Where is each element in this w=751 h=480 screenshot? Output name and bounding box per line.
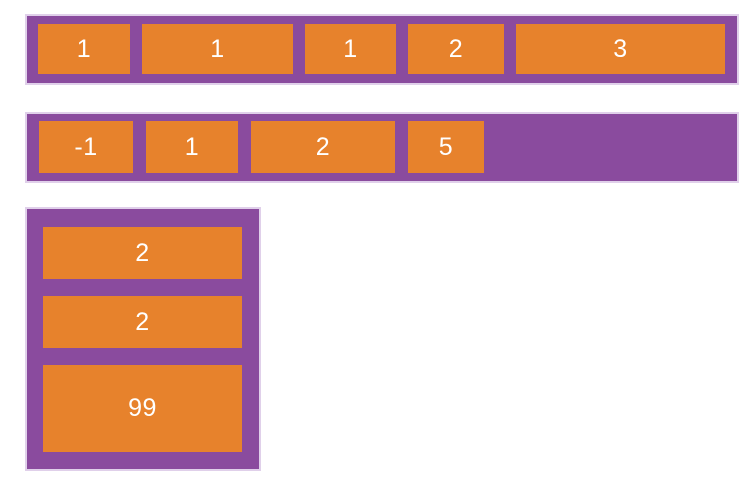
flex-item: 2 <box>251 121 395 173</box>
flex-item: 1 <box>38 24 130 74</box>
flex-item: 99 <box>43 365 242 452</box>
flex-item-label: 1 <box>184 132 200 161</box>
flex-item-label: 1 <box>343 34 358 63</box>
flex-item-label: 1 <box>210 34 225 63</box>
flex-item: 5 <box>408 121 484 173</box>
flex-item: 2 <box>43 296 242 348</box>
flex-item: 2 <box>43 227 242 279</box>
flex-item: 1 <box>146 121 238 173</box>
flex-container-bottom-column: 2 2 99 <box>27 209 259 469</box>
flex-item: 1 <box>305 24 396 74</box>
flex-item-label: 2 <box>315 132 331 161</box>
flex-item-label: 2 <box>135 238 150 267</box>
flex-item-label: 1 <box>76 34 92 63</box>
flex-item-label: 5 <box>438 132 454 161</box>
flex-item-label: 3 <box>613 34 628 63</box>
flex-item: -1 <box>39 121 133 173</box>
flex-item-label: 2 <box>448 34 464 63</box>
flex-item: 1 <box>142 24 293 74</box>
flex-item: 3 <box>516 24 725 74</box>
flex-item-label: 2 <box>135 307 150 336</box>
flex-item-label: 99 <box>128 394 157 422</box>
flex-container-middle-row: -1 1 2 5 <box>27 114 737 181</box>
flex-item: 2 <box>408 24 504 74</box>
flex-item-label: -1 <box>74 132 98 161</box>
flex-container-top-row: 1 1 1 2 3 <box>27 16 737 83</box>
